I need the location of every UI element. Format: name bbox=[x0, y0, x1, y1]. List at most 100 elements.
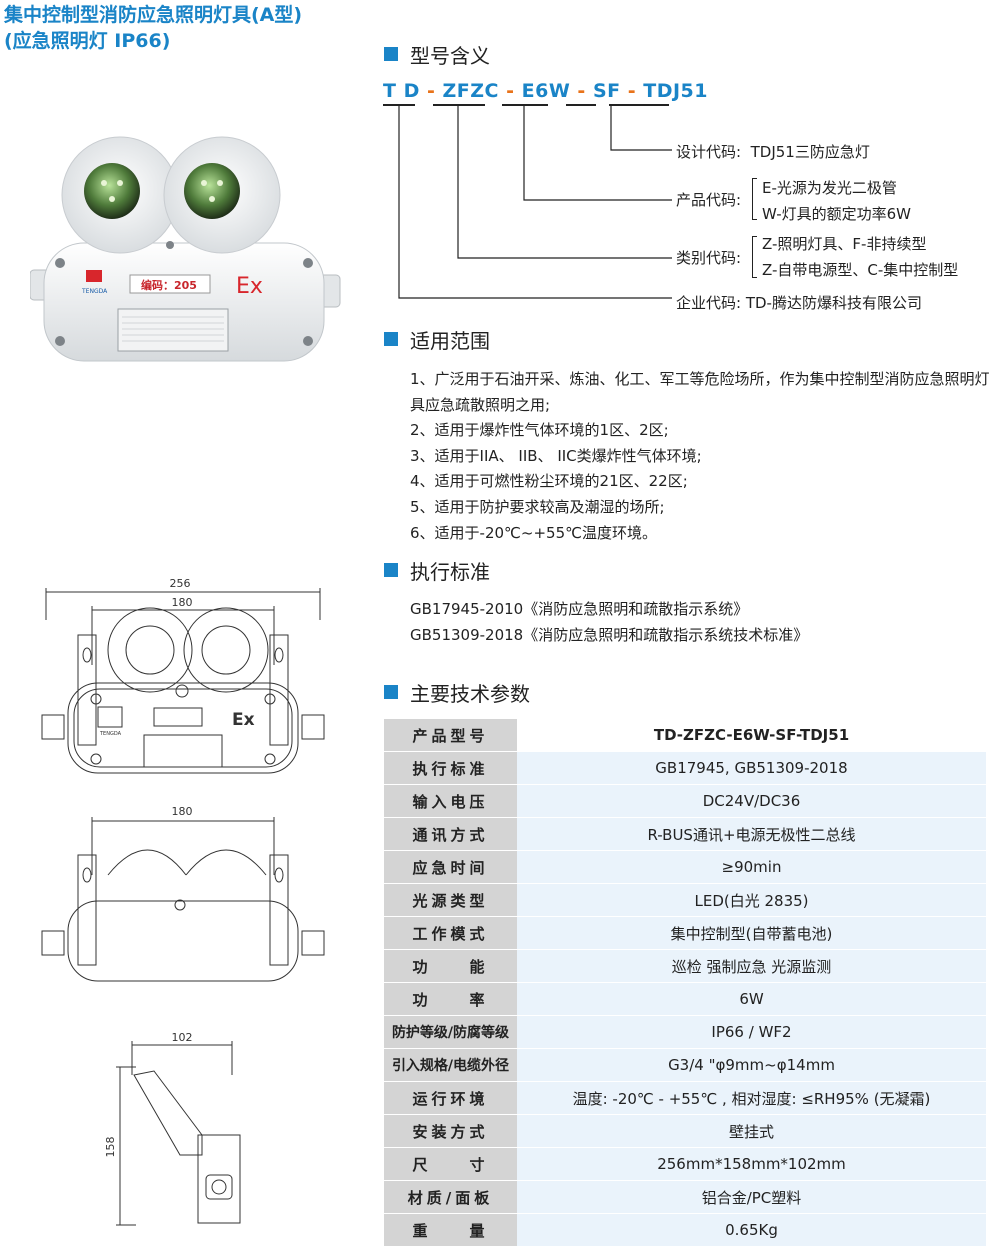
design-code-desc: 设计代码: TDJ51三防应急灯 bbox=[676, 143, 870, 161]
lamp-lens-left bbox=[84, 163, 140, 219]
brand-logo bbox=[86, 270, 102, 282]
standard-item: GB17945-2010《消防应急照明和疏散指示系统》 bbox=[410, 600, 749, 618]
title-line-2: (应急照明灯 IP66) bbox=[4, 30, 171, 52]
product-code-value-1: E-光源为发光二极管 bbox=[762, 179, 897, 197]
spec-key: 工作模式 bbox=[384, 916, 517, 950]
standard-item: GB51309-2018《消防应急照明和疏散指示系统技术标准》 bbox=[410, 625, 809, 644]
code-part-tdj51: TDJ51 bbox=[643, 80, 708, 102]
scope-item: 2、适用于爆炸性气体环境的1区、2区; bbox=[410, 421, 669, 440]
spec-key: 通讯方式 bbox=[384, 817, 517, 851]
top-width-dim: 180 bbox=[172, 805, 193, 818]
spec-value: R-BUS通讯+电源无极性二总线 bbox=[517, 817, 986, 851]
standards-list: GB17945-2010《消防应急照明和疏散指示系统》 GB51309-2018… bbox=[410, 597, 997, 648]
spec-key: 运行环境 bbox=[384, 1081, 517, 1115]
spec-row: 材质/面板铝合金/PC塑料 bbox=[384, 1180, 986, 1214]
code-underline-sf bbox=[566, 104, 596, 106]
code-part-zfzc: ZFZC bbox=[442, 80, 499, 102]
spec-key: 产品型号 bbox=[384, 719, 517, 752]
scope-item: 1、广泛用于石油开采、炼油、化工、军工等危险场所，作为集中控制型消防应急照明灯具… bbox=[410, 370, 990, 414]
spec-value: 256mm*158mm*102mm bbox=[517, 1147, 986, 1181]
photo-ex-mark: Ex bbox=[236, 274, 263, 299]
scope-item: 3、适用于IIA、 IIB、 IIC类爆炸性气体环境; bbox=[410, 446, 702, 465]
section-square-icon bbox=[384, 47, 398, 61]
technical-drawings: 256 180 Ex TENGDA 180 102 158 bbox=[41, 577, 325, 1226]
section-square-icon bbox=[384, 685, 398, 699]
scope-list: 1、广泛用于石油开采、炼油、化工、军工等危险场所，作为集中控制型消防应急照明灯具… bbox=[410, 367, 997, 546]
spec-key: 功 率 bbox=[384, 982, 517, 1016]
spec-key: 光源类型 bbox=[384, 883, 517, 917]
lamp-lens-right bbox=[184, 163, 240, 219]
spec-value: DC24V/DC36 bbox=[517, 784, 986, 818]
spec-row: 应急时间≥90min bbox=[384, 850, 986, 884]
spec-key: 执行标准 bbox=[384, 751, 517, 785]
page-title: 集中控制型消防应急照明灯具(A型) (应急照明灯 IP66) bbox=[4, 2, 302, 54]
title-line-1: 集中控制型消防应急照明灯具(A型) bbox=[4, 4, 303, 26]
product-photo: TENGDA 编码：205 Ex bbox=[30, 136, 341, 362]
spec-value: 集中控制型(自带蓄电池) bbox=[517, 916, 986, 950]
spec-row: 运行环境温度: -20℃ - +55℃ , 相对湿度: ≤RH95% (无凝霜) bbox=[384, 1081, 986, 1115]
spec-value: 温度: -20℃ - +55℃ , 相对湿度: ≤RH95% (无凝霜) bbox=[517, 1081, 986, 1115]
spec-value: GB17945, GB51309-2018 bbox=[517, 751, 986, 785]
front-inner-dim: 180 bbox=[172, 596, 193, 609]
spec-row: 安装方式壁挂式 bbox=[384, 1114, 986, 1148]
section-params: 主要技术参数 bbox=[384, 678, 530, 706]
category-code-value-1: Z-照明灯具、F-非持续型 bbox=[762, 235, 927, 253]
section-square-icon bbox=[384, 563, 398, 577]
spec-key: 应急时间 bbox=[384, 850, 517, 884]
spec-value: 壁挂式 bbox=[517, 1114, 986, 1148]
section-standards: 执行标准 bbox=[384, 556, 490, 584]
section-scope: 适用范围 bbox=[384, 325, 490, 353]
photo-nameplate bbox=[117, 308, 229, 352]
side-depth-dim: 102 bbox=[172, 1031, 193, 1044]
spec-key: 防护等级/防腐等级 bbox=[384, 1015, 517, 1049]
spec-key: 尺 寸 bbox=[384, 1147, 517, 1181]
spec-key: 引入规格/电缆外径 bbox=[384, 1048, 517, 1082]
company-code-desc: 企业代码: TD-腾达防爆科技有限公司 bbox=[676, 294, 922, 312]
code-underline-tdj51 bbox=[609, 104, 669, 106]
front-brand-text: TENGDA bbox=[99, 731, 122, 737]
spec-key: 重 量 bbox=[384, 1213, 517, 1247]
product-code-label: 产品代码: bbox=[676, 191, 742, 209]
spec-value: 铝合金/PC塑料 bbox=[517, 1180, 986, 1214]
spec-value: ≥90min bbox=[517, 850, 986, 884]
scope-item: 5、适用于防护要求较高及潮湿的场所; bbox=[410, 497, 665, 516]
section-square-icon bbox=[384, 332, 398, 346]
spec-row: 功 能巡检 强制应急 光源监测 bbox=[384, 949, 986, 983]
spec-key: 输入电压 bbox=[384, 784, 517, 818]
spec-value: 6W bbox=[517, 982, 986, 1016]
spec-value: 0.65Kg bbox=[517, 1213, 986, 1247]
front-ex-mark: Ex bbox=[232, 710, 255, 730]
spec-key: 材质/面板 bbox=[384, 1180, 517, 1214]
spec-key: 功 能 bbox=[384, 949, 517, 983]
spec-value: LED(白光 2835) bbox=[517, 883, 986, 917]
code-underline-td bbox=[383, 104, 415, 106]
spec-row: 工作模式集中控制型(自带蓄电池) bbox=[384, 916, 986, 950]
scope-item: 6、适用于-20℃~+55℃温度环境。 bbox=[410, 523, 657, 542]
spec-key: 安装方式 bbox=[384, 1114, 517, 1148]
side-height-dim: 158 bbox=[104, 1137, 117, 1158]
category-code-label: 类别代码: bbox=[676, 249, 742, 267]
code-part-sf: SF bbox=[592, 80, 621, 102]
spec-value: IP66 / WF2 bbox=[517, 1015, 986, 1049]
model-code: T D - ZFZC - E6W - SF - TDJ51 bbox=[383, 80, 708, 102]
code-connector-lines bbox=[398, 106, 672, 299]
category-code-value-2: Z-自带电源型、C-集中控制型 bbox=[762, 261, 959, 279]
photo-code-label: 编码：205 bbox=[141, 278, 197, 292]
code-underline-zfzc bbox=[433, 104, 485, 106]
code-part-e6w: E6W bbox=[521, 80, 571, 102]
spec-value: 巡检 强制应急 光源监测 bbox=[517, 949, 986, 983]
product-code-value-2: W-灯具的额定功率6W bbox=[762, 205, 912, 223]
scope-item: 4、适用于可燃性粉尘环境的21区、22区; bbox=[410, 472, 688, 491]
front-width-dim: 256 bbox=[170, 577, 191, 590]
section-model-meaning: 型号含义 bbox=[384, 40, 490, 68]
code-underline-e6w bbox=[502, 104, 548, 106]
